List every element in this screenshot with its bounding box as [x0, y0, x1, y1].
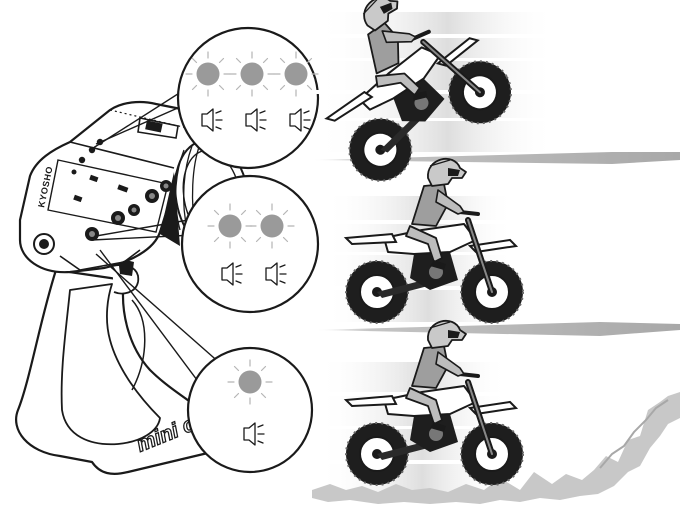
indicator-panel-mid	[180, 174, 320, 314]
ground-rough	[312, 392, 680, 504]
riding-scene-cruise	[316, 159, 680, 336]
ground-flat	[316, 322, 680, 336]
riding-scene-wheelie	[287, 0, 680, 192]
riding-scene-rough	[312, 321, 680, 504]
indicator-panel-low	[186, 346, 314, 474]
indicator-panel-high	[176, 26, 320, 170]
